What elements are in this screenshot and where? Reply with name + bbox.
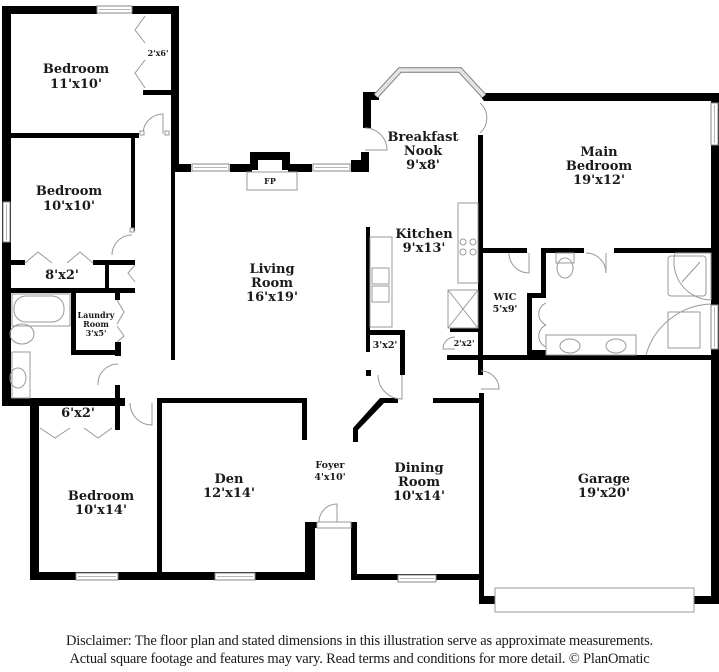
room-size-den: 12'x14' (203, 486, 255, 501)
room-name-breakfast-2: Nook (404, 144, 443, 159)
fireplace-label: FP (264, 176, 276, 186)
room-size-laundry: 3'x5' (86, 328, 107, 338)
room-size-main-bedroom: 19'x12' (573, 173, 625, 188)
room-name-laundry-2: Room (83, 319, 109, 329)
room-name-living-2: Room (251, 276, 293, 291)
room-name-kitchen: Kitchen (395, 227, 453, 242)
closet-size-k: 2'x2' (454, 338, 475, 348)
pantry-size: 3'x2' (373, 340, 398, 351)
room-size-bedroom-w: 10'x10' (43, 199, 95, 214)
room-size-breakfast: 9'x8' (406, 158, 440, 173)
room-name-dining-2: Room (398, 475, 440, 490)
doors (24, 15, 607, 529)
room-name-main-bedroom-2: Bedroom (566, 159, 633, 174)
room-size-bedroom-nw: 11'x10' (50, 77, 102, 92)
room-name-breakfast-1: Breakfast (388, 130, 459, 145)
closet-size-sw: 6'x2' (61, 406, 95, 421)
room-name-main-bedroom-1: Main (580, 145, 618, 160)
room-name-den: Den (215, 472, 245, 487)
closet-size-nw: 2'x6' (148, 48, 169, 58)
room-name-laundry-1: Laundry (78, 310, 115, 320)
room-name-bedroom-sw: Bedroom (68, 489, 135, 504)
room-name-bedroom-w: Bedroom (36, 184, 103, 199)
room-name-dining-1: Dining (394, 461, 443, 476)
room-size-bedroom-sw: 10'x14' (75, 503, 127, 518)
room-size-foyer: 4'x10' (314, 472, 345, 483)
room-labels: Bedroom 11'x10' 2'x6' Bedroom 10'x10' 8'… (36, 48, 633, 518)
room-size-kitchen: 9'x13' (403, 241, 446, 256)
disclaimer-line-2: Actual square footage and features may v… (69, 651, 650, 667)
room-name-wic: WIC (493, 292, 517, 303)
room-name-bedroom-nw: Bedroom (43, 62, 110, 77)
room-size-dining: 10'x14' (393, 489, 445, 504)
room-size-wic: 5'x9' (493, 304, 518, 315)
room-name-garage: Garage (578, 472, 630, 487)
floor-plan: Bedroom 11'x10' 2'x6' Bedroom 10'x10' 8'… (2, 5, 719, 613)
windows (2, 5, 719, 613)
room-name-foyer: Foyer (315, 460, 345, 471)
room-size-garage: 19'x20' (578, 486, 630, 501)
closet-size-w: 8'x2' (45, 268, 79, 283)
room-name-living-1: Living (249, 262, 294, 277)
disclaimer-line-1: Disclaimer: The floor plan and stated di… (66, 633, 653, 649)
fixtures (9, 171, 712, 399)
room-size-living: 16'x19' (246, 290, 298, 305)
